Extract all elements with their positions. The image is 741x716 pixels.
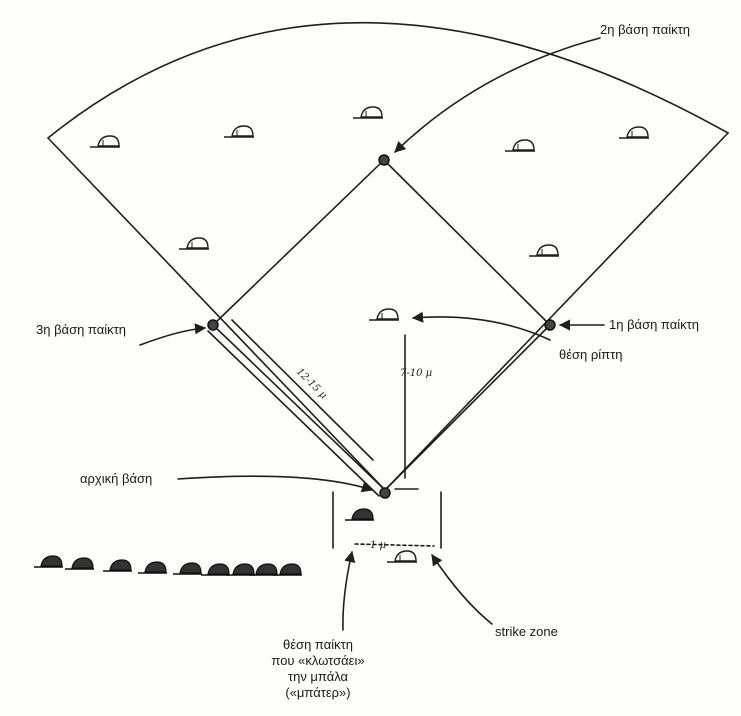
- pitcher-position-label: θέση ρίπτη: [559, 347, 623, 362]
- cap-icon: [172, 562, 203, 575]
- batter-arrow: [342, 550, 356, 631]
- batter-label-line-2: που «κλωτσάει»: [271, 653, 365, 668]
- cap-icon: [200, 563, 231, 576]
- batter-label-line-1: θέση παίκτη: [283, 637, 353, 652]
- infield-diamond: [207, 159, 551, 497]
- second-base-arrow: [394, 37, 601, 153]
- home-base-marker: [379, 487, 391, 499]
- outfield-arc: [47, 21, 729, 139]
- cap-icon: [528, 244, 560, 257]
- waiting-batters: [33, 555, 303, 576]
- cap-icon: [64, 557, 95, 570]
- strike-zone-arrow: [431, 554, 493, 625]
- foul-line-left: [47, 137, 386, 491]
- baseline-third-second: [212, 159, 385, 326]
- strike-zone-label: strike zone: [495, 624, 558, 639]
- base-distance-arrow: [231, 319, 374, 461]
- batter-label-line-3: την μπάλα: [287, 669, 349, 684]
- cap-icon: [618, 126, 650, 139]
- cap-icon: [137, 561, 168, 574]
- first-base-label: 1η βάση παίκτη: [609, 317, 699, 332]
- third-base-arrow: [139, 323, 207, 346]
- cap-icon: [352, 106, 384, 119]
- batter-label-line-4: («μπάτερ»): [285, 685, 351, 700]
- pitch-distance-text: 7-10 μ: [400, 368, 432, 379]
- home-base-label: αρχική βάση: [80, 471, 153, 486]
- cap-icon: [225, 563, 256, 576]
- cap-icon: [504, 139, 536, 152]
- third-base-label: 3η βάση παίκτη: [36, 322, 126, 337]
- batter-cap-icon: [344, 508, 375, 521]
- baseline-home-third: [212, 324, 386, 491]
- second-base-marker: [378, 154, 390, 166]
- home-base-arrow: [177, 475, 374, 493]
- field-outline: [47, 21, 729, 491]
- cap-icon: [223, 125, 255, 138]
- foul-line-right: [384, 132, 729, 491]
- baseline-second-first: [383, 159, 551, 326]
- zone-width-text: 1 μ: [370, 540, 386, 551]
- second-base-label: 2η βάση παίκτη: [600, 22, 690, 37]
- first-base-marker: [544, 319, 556, 331]
- annotation-arrows: [139, 37, 605, 631]
- base-distance-text: 12-15 μ: [294, 366, 329, 401]
- batter-box: [332, 488, 442, 549]
- cap-icon: [102, 559, 133, 572]
- batter-position-label: θέση παίκτη που «κλωτσάει» την μπάλα («μ…: [258, 637, 378, 701]
- baseline-home-third-double: [207, 330, 380, 497]
- zone-width-line: [354, 543, 435, 547]
- third-base-marker: [207, 319, 219, 331]
- pitcher-arrow: [411, 311, 551, 341]
- cap-icon: [386, 550, 418, 563]
- pitcher-cap-icon: [368, 308, 400, 321]
- baseline-first-home: [384, 324, 551, 491]
- cap-icon: [178, 237, 210, 250]
- cap-icon: [33, 555, 64, 568]
- cap-icon: [89, 135, 121, 148]
